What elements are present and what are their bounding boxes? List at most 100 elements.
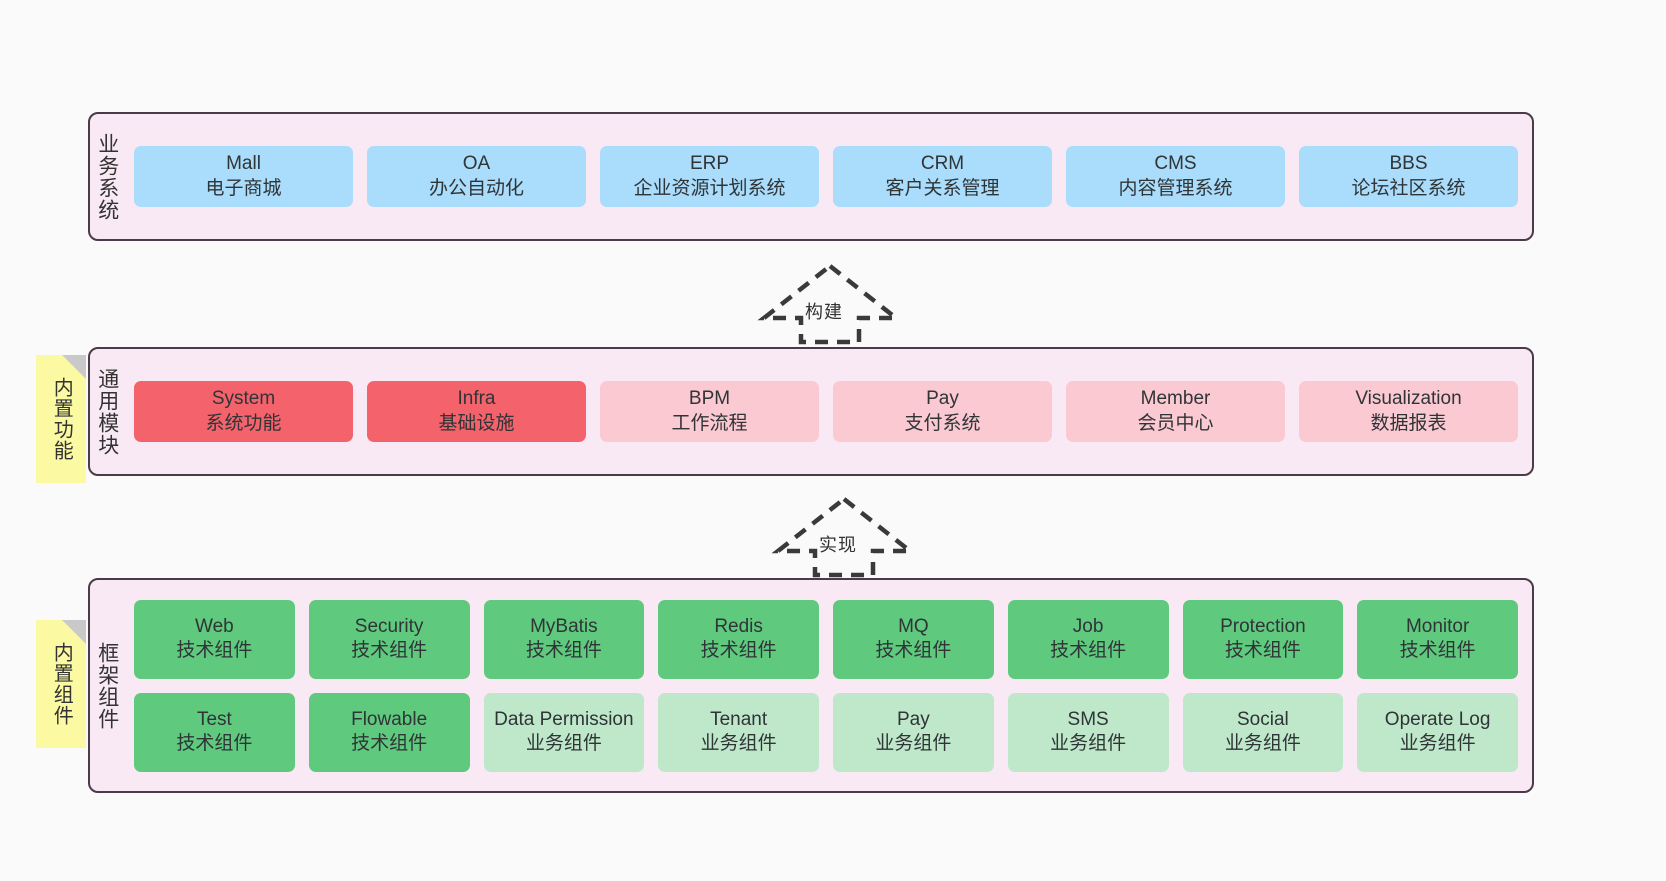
layer-framework-components: 框架组件 Web 技术组件 Security 技术组件 MyBatis 技术组件… (88, 578, 1534, 793)
card-subtitle: 系统功能 (205, 412, 282, 434)
card-subtitle: 论坛社区系统 (1351, 177, 1466, 199)
layer-common-modules: 通用模块 System 系统功能 Infra 基础设施 BPM 工作流程 Pay… (88, 347, 1534, 476)
layer-business-systems: 业务系统 Mall 电子商城 OA 办公自动化 ERP 企业资源计划系统 CRM… (88, 112, 1534, 241)
card-subtitle: 技术组件 (176, 640, 253, 661)
card-title: Pay (897, 708, 930, 730)
card-subtitle: 电子商城 (205, 177, 282, 199)
card-title: Web (195, 615, 234, 637)
card-row: Mall 电子商城 OA 办公自动化 ERP 企业资源计划系统 CRM 客户关系… (134, 146, 1518, 207)
card-title: Visualization (1355, 388, 1462, 410)
card-subtitle: 基础设施 (438, 412, 515, 434)
card-title: Social (1237, 708, 1289, 730)
sticky-note-builtin-features: 内置功能 (36, 355, 86, 483)
card-title: CMS (1154, 153, 1197, 175)
card-title: System (211, 388, 276, 410)
card-title: SMS (1067, 708, 1109, 730)
dashed-hollow-arrow-up-icon (771, 496, 917, 578)
card-bpm[interactable]: BPM 工作流程 (600, 381, 819, 442)
dashed-hollow-arrow-up-icon (757, 263, 903, 345)
card-bbs[interactable]: BBS 论坛社区系统 (1299, 146, 1518, 207)
card-erp[interactable]: ERP 企业资源计划系统 (600, 146, 819, 207)
card-subtitle: 技术组件 (351, 733, 428, 754)
card-data-permission[interactable]: Data Permission 业务组件 (483, 692, 645, 772)
card-title: Data Permission (494, 708, 634, 730)
card-title: BBS (1389, 153, 1428, 175)
card-row: System 系统功能 Infra 基础设施 BPM 工作流程 Pay 支付系统… (134, 381, 1518, 442)
card-title: Redis (714, 615, 763, 637)
card-mall[interactable]: Mall 电子商城 (134, 146, 353, 207)
card-protection[interactable]: Protection 技术组件 (1182, 599, 1344, 679)
card-subtitle: 办公自动化 (428, 177, 524, 199)
card-infra[interactable]: Infra 基础设施 (367, 381, 586, 442)
card-subtitle: 业务组件 (1224, 733, 1301, 754)
layer-body-modules: System 系统功能 Infra 基础设施 BPM 工作流程 Pay 支付系统… (124, 349, 1532, 474)
card-title: Security (354, 615, 424, 637)
card-flowable[interactable]: Flowable 技术组件 (308, 692, 470, 772)
card-subtitle: 业务组件 (1050, 733, 1127, 754)
card-title: Flowable (351, 708, 428, 730)
sticky-note-builtin-components: 内置组件 (36, 620, 86, 748)
card-subtitle: 业务组件 (875, 733, 952, 754)
card-test[interactable]: Test 技术组件 (134, 692, 295, 772)
sticky-note-label: 内置组件 (50, 642, 73, 726)
connector-implement-label: 实现 (819, 535, 857, 555)
card-title: MQ (898, 615, 929, 637)
card-title: Job (1072, 615, 1104, 637)
card-system[interactable]: System 系统功能 (134, 381, 353, 442)
card-title: ERP (689, 153, 730, 175)
card-sms[interactable]: SMS 业务组件 (1007, 692, 1169, 772)
connector-implement-arrow: 实现 (769, 495, 919, 579)
card-visualization[interactable]: Visualization 数据报表 (1299, 381, 1518, 442)
card-pay-business[interactable]: Pay 业务组件 (833, 692, 994, 772)
card-subtitle: 技术组件 (1399, 640, 1476, 661)
card-subtitle: 支付系统 (904, 412, 981, 434)
card-title: Test (196, 708, 232, 730)
card-subtitle: 会员中心 (1137, 412, 1214, 434)
card-subtitle: 技术组件 (875, 640, 952, 661)
sticky-note-label: 内置功能 (50, 377, 73, 461)
connector-build-label: 构建 (805, 302, 843, 322)
card-title: Pay (926, 388, 959, 410)
card-title: Member (1140, 388, 1211, 410)
card-member[interactable]: Member 会员中心 (1066, 381, 1285, 442)
card-mq[interactable]: MQ 技术组件 (833, 599, 994, 679)
layer-title-business: 业务系统 (95, 132, 119, 221)
card-subtitle: 企业资源计划系统 (633, 177, 786, 199)
card-job[interactable]: Job 技术组件 (1007, 599, 1169, 679)
card-subtitle: 业务组件 (1399, 733, 1476, 754)
card-title: Infra (457, 388, 496, 410)
card-title: Monitor (1405, 615, 1470, 637)
card-subtitle: 业务组件 (700, 733, 777, 754)
card-title: Operate Log (1384, 708, 1491, 730)
card-social[interactable]: Social 业务组件 (1182, 692, 1344, 772)
card-subtitle: 技术组件 (351, 640, 428, 661)
card-title: OA (462, 153, 491, 175)
card-subtitle: 技术组件 (525, 640, 602, 661)
layer-title-framework: 框架组件 (95, 641, 119, 730)
card-redis[interactable]: Redis 技术组件 (658, 599, 819, 679)
layer-title-modules: 通用模块 (95, 367, 119, 456)
card-subtitle: 工作流程 (671, 412, 748, 434)
card-security[interactable]: Security 技术组件 (308, 599, 470, 679)
layer-body-framework: Web 技术组件 Security 技术组件 MyBatis 技术组件 Redi… (124, 580, 1532, 791)
card-crm[interactable]: CRM 客户关系管理 (833, 146, 1052, 207)
card-subtitle: 技术组件 (1224, 640, 1301, 661)
card-title: MyBatis (530, 615, 598, 637)
card-monitor[interactable]: Monitor 技术组件 (1357, 599, 1518, 679)
layer-body-business: Mall 电子商城 OA 办公自动化 ERP 企业资源计划系统 CRM 客户关系… (124, 114, 1532, 239)
card-mybatis[interactable]: MyBatis 技术组件 (483, 599, 645, 679)
card-cms[interactable]: CMS 内容管理系统 (1066, 146, 1285, 207)
card-web[interactable]: Web 技术组件 (134, 599, 295, 679)
card-oa[interactable]: OA 办公自动化 (367, 146, 586, 207)
card-row: Test 技术组件 Flowable 技术组件 Data Permission … (134, 692, 1518, 772)
card-pay[interactable]: Pay 支付系统 (833, 381, 1052, 442)
card-operate-log[interactable]: Operate Log 业务组件 (1357, 692, 1518, 772)
card-subtitle: 业务组件 (525, 733, 602, 754)
card-subtitle: 技术组件 (176, 733, 253, 754)
card-tenant[interactable]: Tenant 业务组件 (658, 692, 819, 772)
card-subtitle: 技术组件 (700, 640, 777, 661)
card-title: Tenant (710, 708, 768, 730)
card-row: Web 技术组件 Security 技术组件 MyBatis 技术组件 Redi… (134, 599, 1518, 679)
connector-build-arrow: 构建 (755, 262, 905, 346)
card-subtitle: 客户关系管理 (885, 177, 1000, 199)
